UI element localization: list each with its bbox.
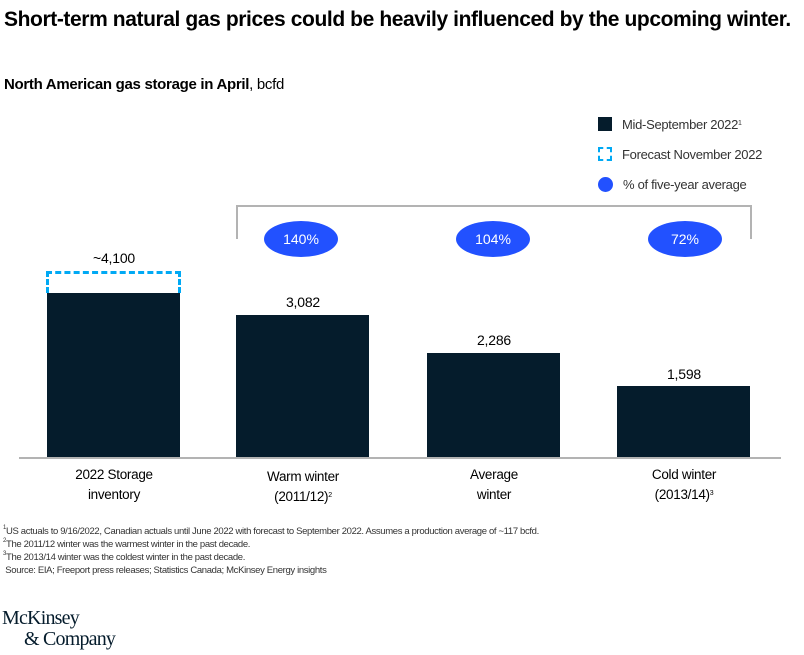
footnote-marker: 3 [709,490,714,497]
forecast-bar-segment [46,271,181,293]
value-label-storage: ~4,100 [92,250,135,266]
category-line-2: winter [476,487,512,502]
solid-square-icon [598,117,612,131]
footnote-marker: 1 [3,525,6,531]
x-axis-baseline [19,457,781,459]
category-line-2: (2013/14)3 [599,485,769,505]
footnote-2: 2The 2011/12 winter was the warmest wint… [3,538,251,550]
category-line-1: Average [470,467,518,482]
subtitle-main: North American gas storage in April [4,76,250,93]
footnote-marker: 2 [3,538,6,544]
bar-cold-winter [617,386,750,458]
footnote-1: 1US actuals to 9/16/2022, Canadian actua… [3,525,539,537]
footnote-text: The 2011/12 winter was the warmest winte… [6,539,251,550]
circle-icon [598,176,613,192]
category-line-2: inventory [87,487,141,502]
value-label-cold: 1,598 [666,366,702,382]
footnote-marker: 3 [3,551,6,557]
category-years: (2013/14) [654,487,710,502]
category-label-average: Average winter [409,465,579,505]
bar-warm-winter [236,315,369,458]
category-line-1: 2022 Storage [75,467,153,482]
footnote-marker: 2 [328,492,332,499]
source-note: Source: EIA; Freeport press releases; St… [3,565,327,576]
footnote-text: The 2013/14 winter was the coldest winte… [6,552,246,563]
mckinsey-logo: McKinsey & Company [2,607,116,650]
footnote-marker: 1 [738,119,742,127]
category-label-cold: Cold winter (2013/14)3 [599,465,769,505]
legend-label: % of five-year average [623,176,747,192]
value-label-average: 2,286 [476,332,512,348]
pct-badge-warm: 140% [264,221,338,257]
comparison-bracket [236,205,752,239]
legend-item-forecast: Forecast November 2022 [598,146,762,162]
legend-label: Forecast November 2022 [622,146,763,162]
bar-storage-inventory [47,293,180,458]
category-label-warm: Warm winter (2011/12)2 [218,467,388,507]
category-label-storage: 2022 Storage inventory [29,465,199,505]
category-line-2: (2011/12)2 [218,487,388,507]
bar-average-winter [427,353,560,458]
subtitle-unit: , bcfd [249,76,284,93]
category-line-1: Warm winter [267,469,339,484]
value-label-warm: 3,082 [285,294,321,310]
logo-line-1: McKinsey [2,607,80,629]
pct-badge-average: 104% [456,221,530,257]
legend-label: Mid-September 2022 [622,116,738,132]
logo-line-2: & Company [24,628,116,650]
category-years: (2011/12) [274,489,329,504]
pct-badge-cold: 72% [648,221,722,257]
footnote-text: US actuals to 9/16/2022, Canadian actual… [6,526,539,537]
dashed-square-icon [598,147,612,161]
chart-title: Short-term natural gas prices could be h… [4,8,791,31]
chart-subtitle: North American gas storage in April, bcf… [4,76,284,93]
footnote-3: 3The 2013/14 winter was the coldest wint… [3,551,246,563]
category-line-1: Cold winter [651,467,717,482]
legend-item-five-year-average: % of five-year average [598,176,747,192]
